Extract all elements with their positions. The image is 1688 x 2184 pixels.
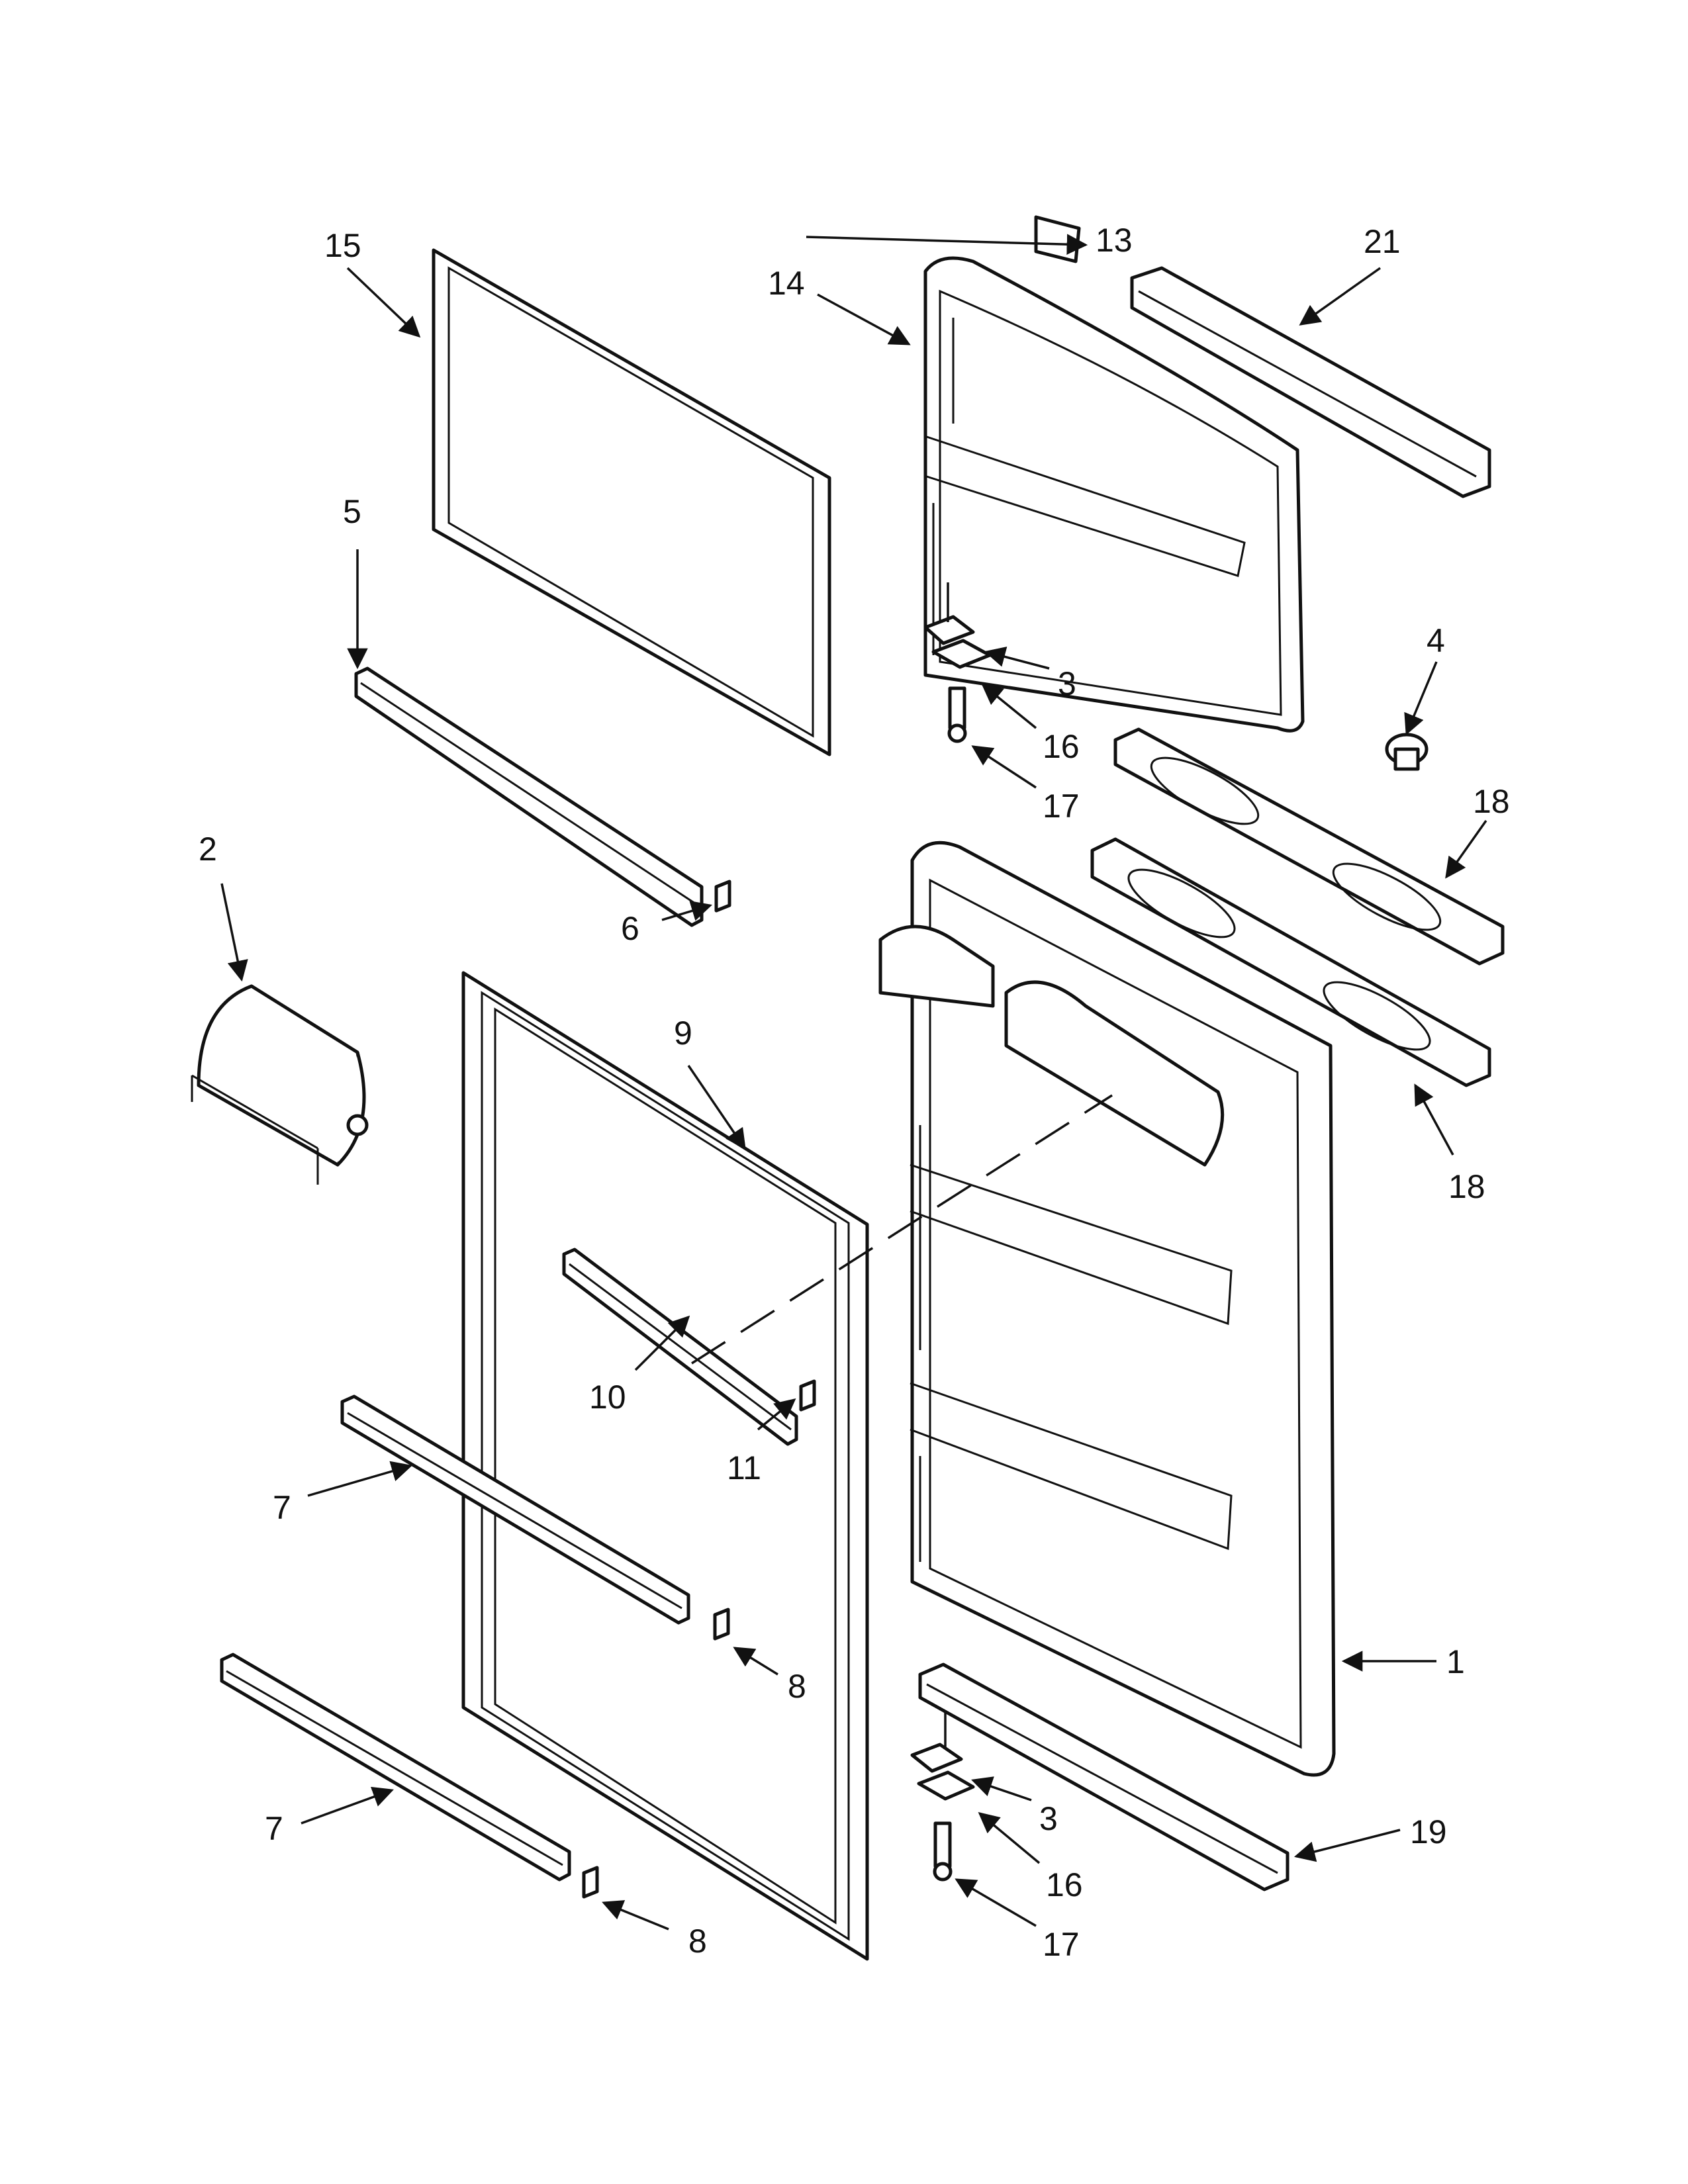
leader-16-upper: [981, 684, 1037, 729]
leader-18-lower: [1414, 1083, 1454, 1156]
part-3-upper-hinge: [923, 582, 992, 669]
leader-7-upper: [307, 1461, 413, 1497]
part-18-upper-handle: [1113, 727, 1505, 966]
part-7-upper-retainer-strip: [340, 1394, 690, 1625]
leader-17-lower: [955, 1878, 1037, 1927]
leader-18-upper: [1445, 819, 1487, 879]
leader-17-upper: [971, 745, 1037, 789]
leader-19: [1293, 1829, 1401, 1862]
part-16-17-lower-screws: [933, 1821, 953, 1882]
part-10-retainer-strip: [562, 1248, 798, 1446]
part-13-label: [1034, 215, 1081, 263]
leader-6: [661, 901, 713, 921]
part-8-lower-clip: [582, 1866, 599, 1899]
callout-13: 13: [1096, 222, 1133, 259]
callout-5: 5: [343, 493, 361, 530]
callout-18b: 18: [1448, 1168, 1485, 1205]
leader-8-lower: [602, 1900, 669, 1931]
assembly-dashed-line: [691, 1094, 1113, 1365]
leader-3-lower: [971, 1776, 1032, 1801]
callout-3b: 3: [1039, 1800, 1058, 1837]
part-14-freezer-door: [923, 256, 1305, 733]
callout-17b: 17: [1043, 1926, 1080, 1963]
part-15-freezer-gasket: [432, 248, 831, 756]
part-7-lower-retainer-strip: [220, 1653, 571, 1882]
part-9-fresh-food-gasket: [461, 971, 869, 1961]
part-3-lower-hinge: [910, 1711, 975, 1801]
part-1-fresh-food-door: [878, 841, 1336, 1777]
part-11-clip: [799, 1379, 816, 1412]
callout-18a: 18: [1473, 783, 1510, 820]
callout-16a: 16: [1043, 728, 1080, 765]
leader-13: [806, 234, 1088, 255]
callout-7a: 7: [273, 1489, 291, 1526]
leader-16-lower: [978, 1811, 1041, 1864]
callout-14: 14: [768, 265, 805, 302]
part-8-upper-clip: [713, 1608, 730, 1641]
leader-9: [687, 1065, 746, 1150]
part-18-lower-handle: [1090, 837, 1491, 1087]
leader-14: [817, 293, 911, 345]
callout-8b: 8: [688, 1923, 707, 1960]
callout-16b: 16: [1046, 1866, 1083, 1903]
leader-10: [634, 1315, 690, 1371]
callout-6: 6: [621, 910, 639, 947]
callout-7b: 7: [265, 1810, 283, 1847]
callout-10: 10: [589, 1379, 626, 1416]
part-4-plug: [1385, 733, 1429, 771]
callout-1: 1: [1446, 1643, 1465, 1680]
callout-2: 2: [199, 831, 217, 868]
callout-4: 4: [1427, 622, 1445, 659]
part-16-17-upper-screws: [947, 686, 967, 743]
callout-17a: 17: [1043, 788, 1080, 825]
leader-21: [1299, 267, 1382, 326]
part-21-freezer-trim: [1130, 266, 1491, 498]
leader-4: [1404, 661, 1438, 735]
callout-3a: 3: [1058, 665, 1076, 702]
part-5-retainer-strip: [354, 666, 704, 927]
leader-lines: [220, 234, 1487, 1931]
callout-labels: 15 5 6 2 9 10 11 7 8 7 8 13 14 21 3 16 1…: [199, 222, 1510, 1963]
callout-15: 15: [324, 227, 361, 264]
leader-7-lower: [301, 1786, 394, 1825]
callout-21: 21: [1364, 223, 1401, 260]
leader-15: [346, 267, 421, 338]
callout-9: 9: [674, 1015, 692, 1052]
callout-11: 11: [727, 1449, 761, 1486]
leader-8-upper: [733, 1647, 778, 1676]
leader-11: [757, 1398, 796, 1431]
leader-2: [220, 883, 248, 982]
part-19-bottom-trim: [918, 1662, 1289, 1891]
part-2-dairy-compartment: [191, 984, 369, 1185]
part-6-clip: [714, 880, 731, 913]
leader-3-upper: [984, 646, 1050, 670]
callout-8a: 8: [788, 1668, 806, 1705]
callout-19: 19: [1410, 1813, 1447, 1850]
